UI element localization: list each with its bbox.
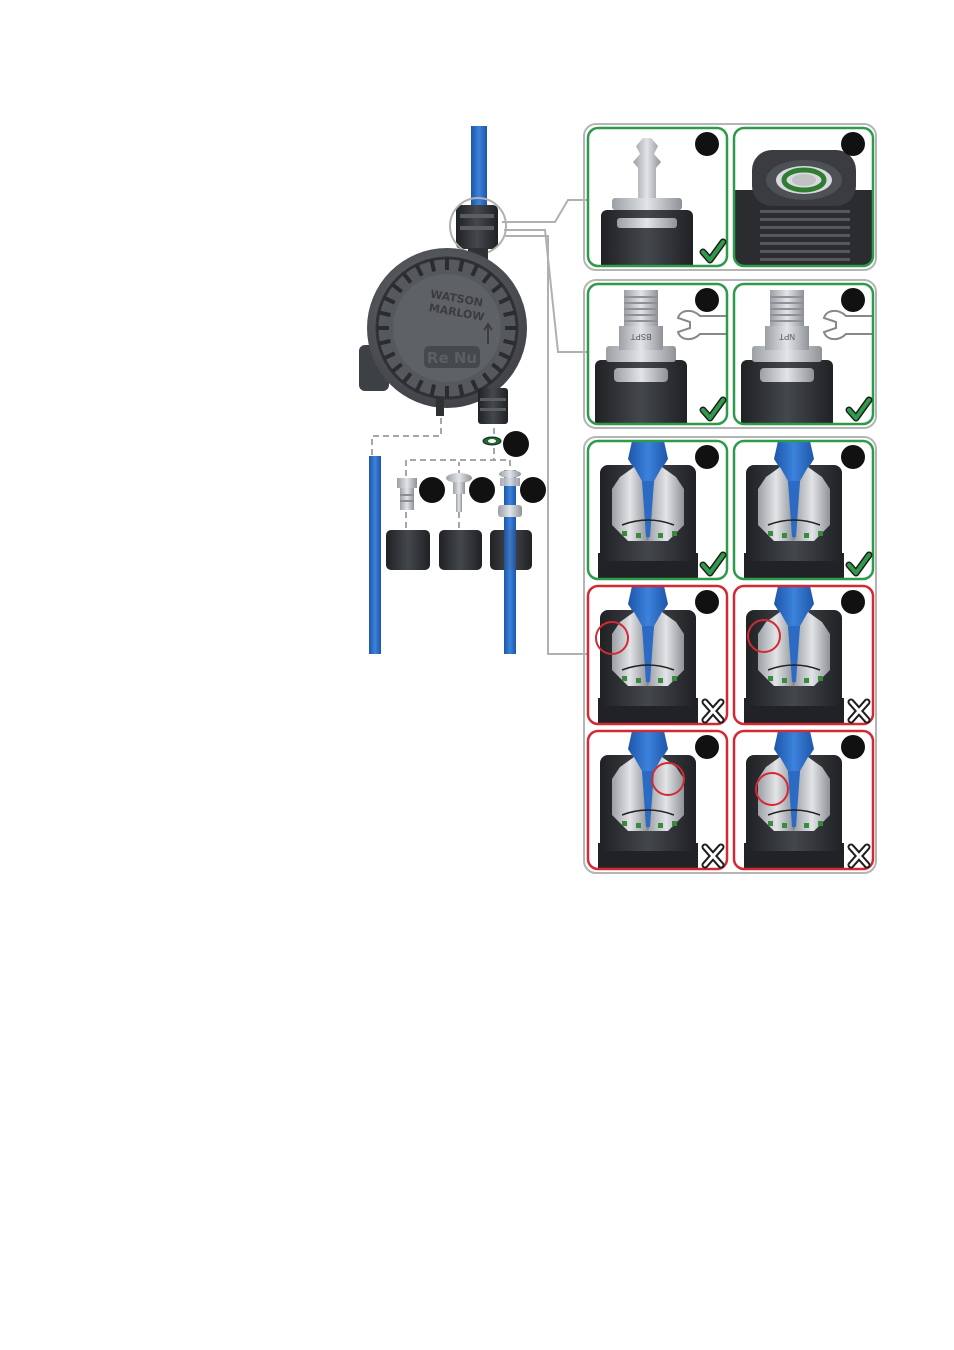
panel-marker <box>695 132 719 156</box>
panel-tube-section-2 <box>734 441 873 579</box>
check-icon <box>699 551 727 577</box>
panel-seal-detail <box>734 128 873 266</box>
bspt-label: BSPT <box>630 332 651 341</box>
wrench-icon <box>822 310 873 340</box>
panel-border-seal-detail <box>732 126 875 268</box>
marker-fitting-a <box>419 477 445 503</box>
marker-fitting-c <box>520 477 546 503</box>
panel-border-tube-bad-2 <box>732 584 875 726</box>
defect-highlight <box>651 762 685 796</box>
renu-logo-sub: TECHNOLOGY <box>430 373 485 379</box>
panel-marker <box>695 288 719 312</box>
up-arrow-icon <box>483 322 493 344</box>
panel-marker <box>841 735 865 759</box>
defect-highlight <box>595 621 629 655</box>
wrench-icon <box>676 310 727 340</box>
pump-assembly: WATSON MARLOW Re Nu TECHNOLOGY <box>359 126 546 654</box>
cross-icon <box>701 843 725 869</box>
npt-label: NPT <box>779 332 795 341</box>
pump-head: WATSON MARLOW Re Nu TECHNOLOGY <box>359 248 527 424</box>
panel-tube-section-3 <box>588 586 727 724</box>
panel-border-tube-bad-3 <box>586 729 729 871</box>
panel-border-npt-ok <box>732 282 875 426</box>
check-icon <box>699 238 727 264</box>
panel-group-frames <box>583 123 877 874</box>
panel-npt-fitting: NPT <box>734 284 873 424</box>
panel-marker <box>841 590 865 614</box>
fitting-option-c <box>490 470 532 654</box>
defect-highlight <box>747 619 781 653</box>
fitting-option-a <box>386 478 430 570</box>
panel-border-tube-ok-1 <box>586 439 729 581</box>
inlet-tube <box>471 126 487 218</box>
marker-fitting-b <box>469 477 495 503</box>
check-icon <box>845 551 873 577</box>
cross-icon <box>847 698 871 724</box>
panel-border-tube-ok-2 <box>732 439 875 581</box>
assembly-guides <box>371 418 511 530</box>
check-icon <box>699 396 727 422</box>
panel-border-bspt-ok <box>586 282 729 426</box>
panel-marker <box>841 288 865 312</box>
cross-icon <box>847 843 871 869</box>
check-icon <box>845 396 873 422</box>
defect-highlight <box>755 772 789 806</box>
marker-washer <box>503 431 529 457</box>
panel-marker <box>695 445 719 469</box>
panel-marker <box>841 445 865 469</box>
panel-border-tube-bad-4 <box>732 729 875 871</box>
renu-logo: Re Nu <box>427 349 477 367</box>
panel-marker <box>841 132 865 156</box>
panel-border-barb-ok <box>586 126 729 268</box>
green-seal-ring <box>781 167 827 193</box>
outlet-tube-left <box>369 456 381 654</box>
panel-tube-section-1 <box>588 441 727 579</box>
fitting-option-b <box>439 473 482 570</box>
cross-icon <box>701 698 725 724</box>
callout-lines <box>502 199 588 655</box>
panel-border-tube-bad-1 <box>586 584 729 726</box>
panel-marker <box>695 590 719 614</box>
panel-marker <box>695 735 719 759</box>
